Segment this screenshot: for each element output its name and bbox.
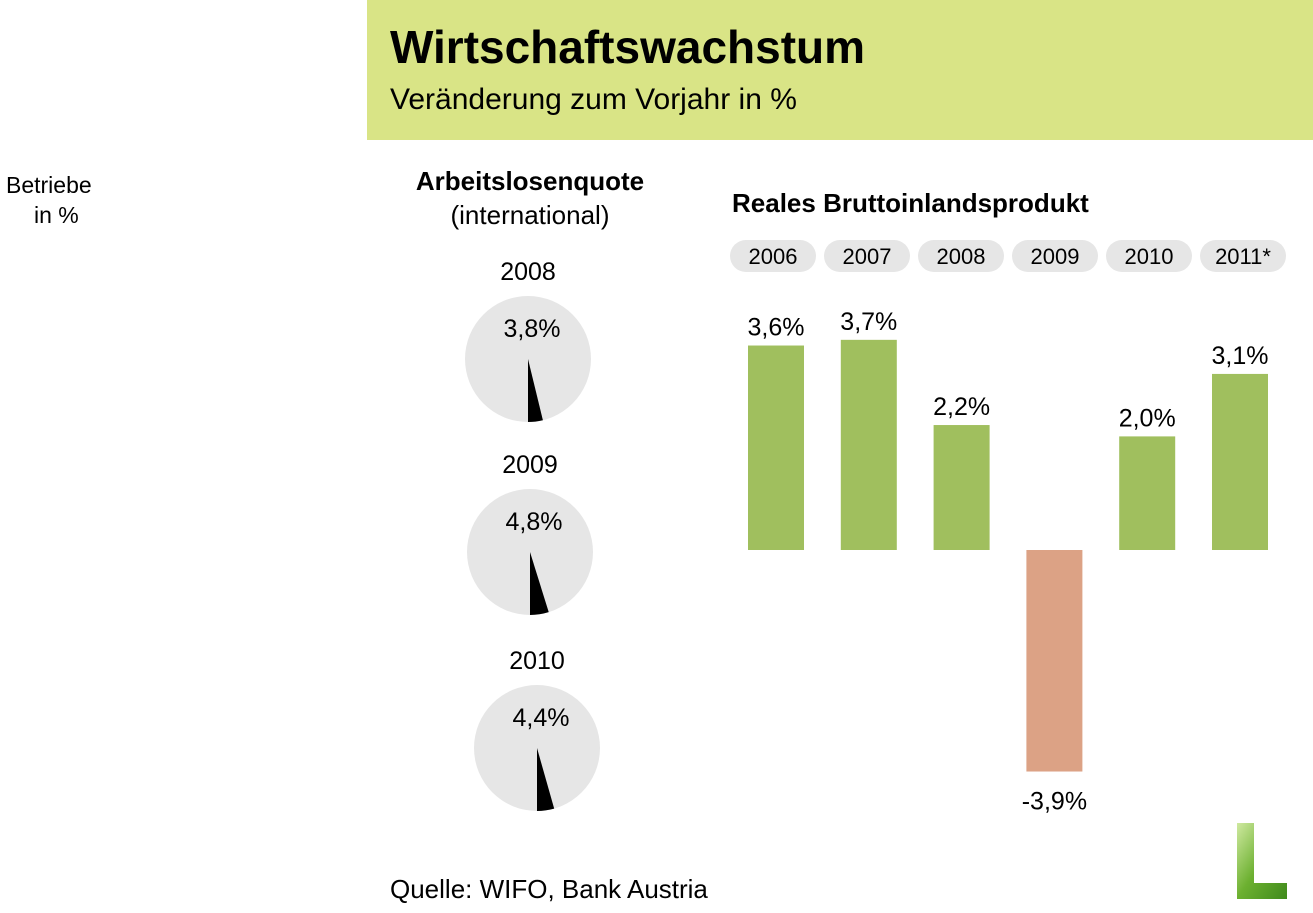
pie-value-label: 4,8% — [506, 508, 563, 536]
chart-title: Wirtschaftswachstum — [390, 21, 866, 73]
pie-year-label: 2010 — [509, 647, 565, 675]
bar-value-label: 3,7% — [840, 308, 897, 336]
side-label-line2: in % — [34, 202, 79, 228]
bar — [1119, 436, 1176, 550]
side-label: Betriebe in % — [6, 170, 92, 230]
bar-value-label: 2,2% — [933, 393, 990, 421]
pie-year-label: 2009 — [502, 451, 558, 479]
bar — [748, 345, 804, 550]
chart-subtitle: Veränderung zum Vorjahr in % — [390, 83, 797, 116]
header-band — [367, 0, 1313, 140]
side-label-line1: Betriebe — [6, 172, 92, 198]
bar — [1026, 550, 1083, 772]
pie-value-label: 4,4% — [513, 704, 570, 732]
bar-value-label: 3,6% — [748, 314, 805, 342]
year-pill — [824, 240, 910, 272]
year-pill-label: 2010 — [1125, 244, 1174, 269]
pie-section-title: Arbeitslosenquote — [415, 166, 645, 196]
pie-slice — [537, 748, 555, 811]
year-pill-label: 2008 — [937, 244, 986, 269]
year-pill — [1012, 240, 1098, 272]
year-pill-label: 2011* — [1215, 244, 1271, 269]
bar — [1212, 373, 1268, 550]
pie-year-label: 2008 — [500, 258, 556, 286]
bar-value-label: 3,1% — [1212, 342, 1269, 370]
year-pill-label: 2006 — [749, 244, 798, 269]
year-pill-label: 2009 — [1031, 244, 1080, 269]
bar-value-label: 2,0% — [1119, 404, 1176, 432]
bar-value-label: -3,9% — [1022, 788, 1087, 816]
year-pill — [918, 240, 1004, 272]
logo-l — [1237, 823, 1287, 899]
pie-value-label: 3,8% — [504, 315, 561, 343]
year-pill — [730, 240, 816, 272]
year-pill — [1106, 240, 1192, 272]
year-pill-label: 2007 — [843, 244, 892, 269]
bar — [840, 339, 897, 550]
bar — [933, 425, 990, 550]
source-note: Quelle: WIFO, Bank Austria — [390, 874, 708, 904]
pie-slice — [528, 359, 543, 422]
bar-chart-title: Reales Bruttoinlandsprodukt — [732, 188, 1089, 218]
pie-slice — [530, 552, 549, 615]
year-pill — [1200, 240, 1286, 272]
pie-section-subtitle: (international) — [450, 200, 610, 230]
